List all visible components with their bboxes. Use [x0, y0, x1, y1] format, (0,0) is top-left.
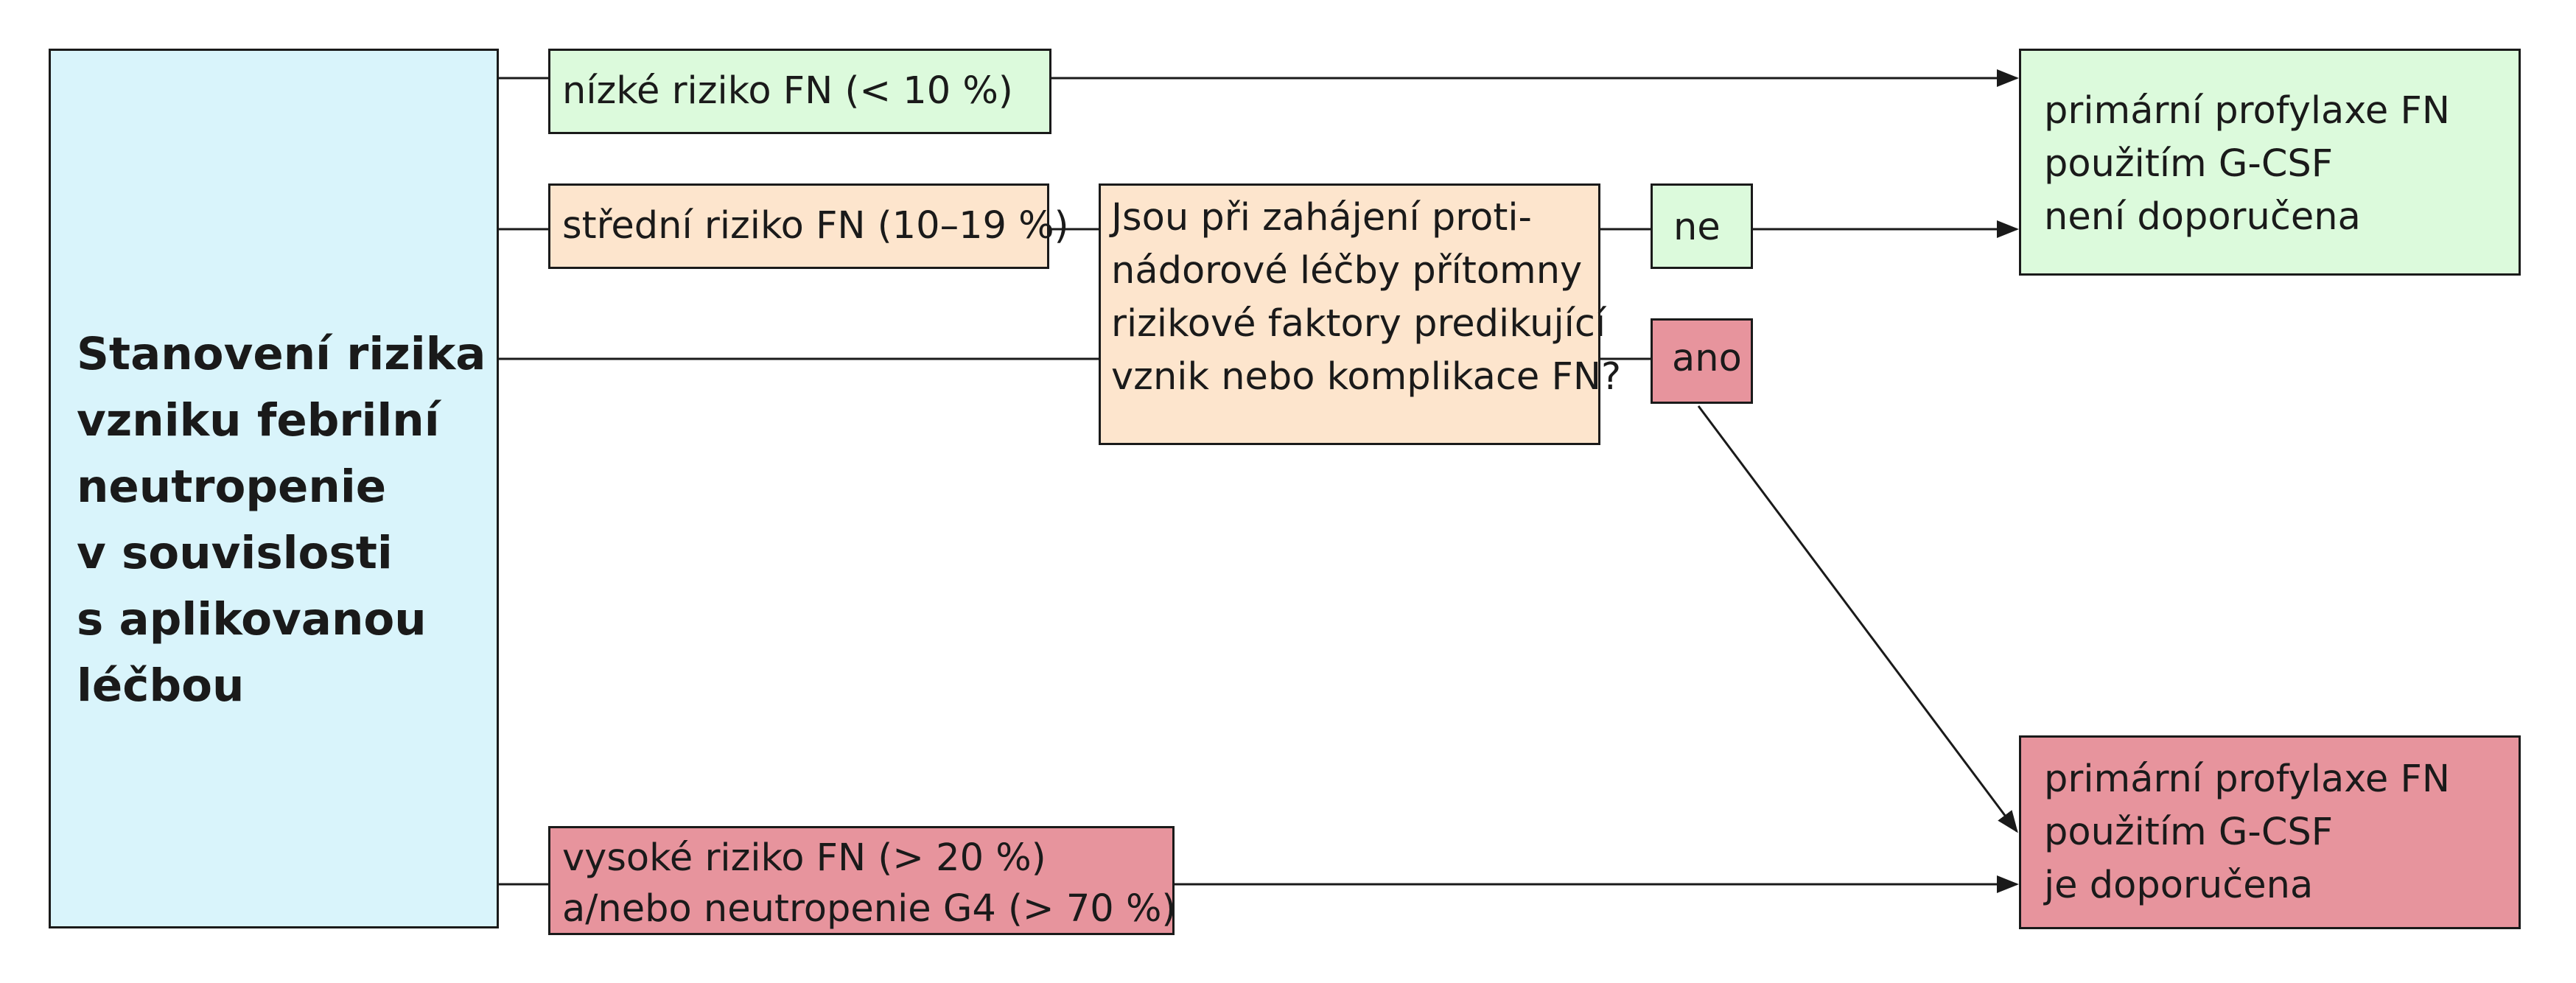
high-risk-line-2: a/nebo neutropenie G4 (> 70 %)	[562, 887, 1177, 931]
main-box-line-5: s aplikovanou	[77, 593, 427, 646]
medium-risk-box: střední riziko FN (10–19 %)	[548, 183, 1069, 269]
question-line-4: vznik nebo komplikace FN?	[1111, 355, 1622, 399]
main-box-line-6: léčbou	[77, 660, 245, 712]
main-box-line-1: Stanovení rizika	[77, 328, 486, 380]
result-not-recommended-box: primární profylaxe FN použitím G-CSF nen…	[2019, 49, 2521, 276]
question-line-2: nádorové léčby přítomny	[1111, 249, 1583, 293]
result-recommended-box: primární profylaxe FN použitím G-CSF je …	[2019, 735, 2521, 929]
low-risk-label: nízké riziko FN (< 10 %)	[562, 69, 1013, 113]
high-risk-line-1: vysoké riziko FN (> 20 %)	[562, 836, 1046, 880]
question-line-3: rizikové faktory predikující	[1111, 302, 1606, 346]
question-box: Jsou při zahájení proti- nádorové léčby …	[1099, 183, 1621, 445]
arrow-yes-to-recommended	[1697, 405, 2018, 833]
answer-no-label: ne	[1673, 206, 1721, 249]
result-recommended-line-1: primární profylaxe FN	[2044, 758, 2450, 801]
main-box-line-4: v souvislosti	[77, 527, 393, 579]
low-risk-box: nízké riziko FN (< 10 %)	[548, 49, 1051, 134]
question-line-1: Jsou při zahájení proti-	[1111, 196, 1532, 239]
main-box-line-3: neutropenie	[77, 461, 387, 513]
result-recommended-line-2: použitím G-CSF	[2044, 811, 2334, 854]
result-not-recommended-line-2: použitím G-CSF	[2044, 142, 2334, 186]
answer-yes-box: ano	[1651, 318, 1753, 404]
medium-risk-label: střední riziko FN (10–19 %)	[562, 204, 1069, 248]
high-risk-box: vysoké riziko FN (> 20 %) a/nebo neutrop…	[548, 826, 1177, 935]
result-recommended-line-3: je doporučena	[2044, 864, 2314, 907]
answer-no-box: ne	[1651, 183, 1753, 269]
main-box-line-2: vzniku febrilní	[77, 394, 440, 447]
answer-yes-label: ano	[1672, 337, 1742, 380]
result-not-recommended-line-1: primární profylaxe FN	[2044, 89, 2450, 133]
result-not-recommended-line-3: není doporučena	[2044, 195, 2361, 239]
main-box: Stanovení rizika vzniku febrilní neutrop…	[49, 49, 499, 928]
